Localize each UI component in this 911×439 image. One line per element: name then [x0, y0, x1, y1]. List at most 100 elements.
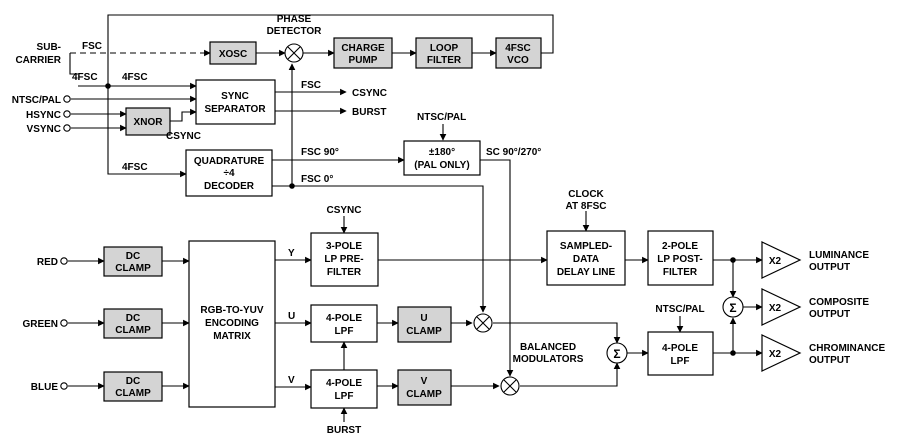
label-u: U — [288, 311, 295, 322]
label-ntscpal-switch: NTSC/PAL — [417, 112, 466, 123]
svg-text:Σ: Σ — [613, 347, 620, 361]
signal-labels: SUB-CARRIER FSC 4FSC 4FSC 4FSC NTSC/PAL … — [12, 14, 886, 436]
input-label-vsync: VSYNC — [27, 124, 61, 135]
wire-subcarrier-4fsc-branch — [69, 53, 78, 75]
junction-dot — [730, 257, 736, 263]
input-label-red: RED — [37, 257, 58, 268]
label-fsc: FSC — [82, 41, 102, 52]
wire-vmod-sum — [520, 362, 621, 387]
label-burst-bottom: BURST — [327, 425, 361, 436]
input-pin-ntscpal — [63, 95, 71, 103]
label-csync-out: CSYNC — [352, 88, 387, 99]
label-ntscpal-lpf: NTSC/PAL — [655, 304, 704, 315]
input-pin-hsync — [63, 110, 71, 118]
label-4fsc-low: 4FSC — [122, 162, 148, 173]
svg-text:XOSC: XOSC — [219, 49, 247, 60]
amp-chrominance: X2 — [761, 334, 802, 372]
wire-4fsc-quadrature — [107, 86, 187, 178]
chroma-summer: Σ — [606, 342, 628, 364]
label-v: V — [288, 375, 295, 386]
block-pal-switch: ±180°(PAL ONLY) — [403, 140, 481, 176]
wire-sc-vmod — [480, 159, 514, 377]
wire-vco-feedback — [107, 14, 554, 86]
label-y: Y — [288, 248, 295, 259]
input-label-subcarrier: SUB-CARRIER — [15, 42, 61, 66]
svg-text:XNOR: XNOR — [134, 117, 164, 128]
input-label-hsync: HSYNC — [26, 110, 61, 121]
input-pin-blue — [60, 382, 68, 390]
junction-dot — [289, 183, 295, 189]
junction-dot — [105, 83, 111, 89]
input-label-green: GREEN — [22, 319, 58, 330]
phase-detector-mixer — [284, 43, 304, 63]
input-label-ntscpal: NTSC/PAL — [12, 95, 61, 106]
label-fsc90: FSC 90° — [301, 147, 339, 158]
block-xnor: XNOR — [125, 107, 171, 136]
label-fsc-sync: FSC — [301, 80, 321, 91]
junction-dot — [730, 350, 736, 356]
amp-composite: X2 — [761, 288, 802, 326]
svg-text:X2: X2 — [769, 349, 782, 360]
u-modulator-mixer — [473, 313, 493, 333]
wire-fsc0 — [272, 185, 487, 313]
junction-dots — [105, 83, 736, 356]
input-pin-green — [60, 319, 68, 327]
label-4fsc-left: 4FSC — [72, 72, 98, 83]
svg-text:X2: X2 — [769, 256, 782, 267]
input-label-blue: BLUE — [31, 382, 59, 393]
input-pin-red — [60, 257, 68, 265]
svg-text:X2: X2 — [769, 303, 782, 314]
label-fsc0: FSC 0° — [301, 174, 333, 185]
svg-text:Σ: Σ — [729, 301, 736, 315]
label-csync-prefilter: CSYNC — [326, 205, 361, 216]
svg-text:±180°(PAL ONLY): ±180°(PAL ONLY) — [414, 147, 469, 171]
signal-wires — [68, 14, 763, 422]
label-sc-90-270: SC 90°/270° — [486, 147, 541, 158]
wire-umod-sum — [493, 322, 621, 344]
label-4fsc-mid: 4FSC — [122, 72, 148, 83]
label-burst-out: BURST — [352, 107, 386, 118]
input-pins — [60, 95, 71, 390]
input-pin-vsync — [63, 124, 71, 132]
label-csync-xnor: CSYNC — [166, 131, 201, 142]
block-xosc: XOSC — [209, 41, 257, 65]
wire-xnor-sync — [170, 108, 197, 122]
